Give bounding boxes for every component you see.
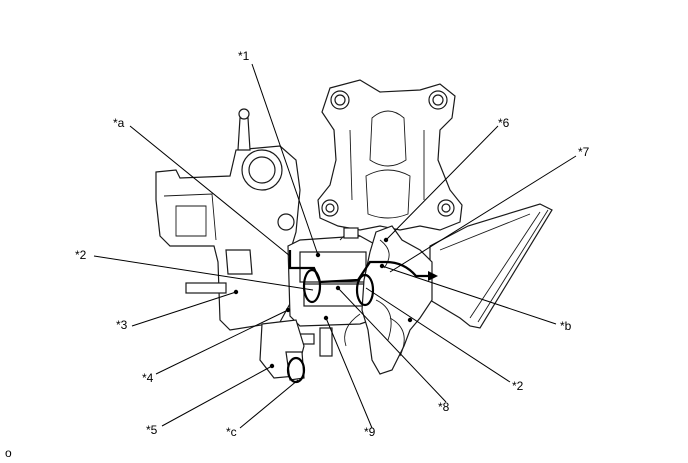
callout-b: *b xyxy=(560,319,572,333)
callout-4: *4 xyxy=(142,371,154,385)
exhaust-manifold-flange xyxy=(317,79,463,231)
highlight-rings xyxy=(286,268,375,384)
callout-labels: *1 *a *6 *7 *2 *3 *b *4 *2 *8 *5 *c *9 o xyxy=(5,49,590,460)
callout-a: *a xyxy=(113,116,125,130)
callout-c: *c xyxy=(226,425,237,439)
callout-3: *3 xyxy=(116,318,128,332)
compressor-housing xyxy=(155,108,301,331)
heat-shield-bracket xyxy=(429,203,553,329)
leader-lines xyxy=(93,63,577,429)
callout-1: *1 xyxy=(238,49,250,63)
compressor-outlet xyxy=(259,319,305,381)
callout-5: *5 xyxy=(146,423,158,437)
inlet-pipe-stub xyxy=(185,282,227,294)
callout-2-right: *2 xyxy=(512,379,524,393)
corner-mark: o xyxy=(5,446,12,460)
callout-9: *9 xyxy=(364,425,376,439)
callout-7: *7 xyxy=(578,145,590,159)
callout-8: *8 xyxy=(438,400,450,414)
callout-6: *6 xyxy=(498,116,510,130)
leader-dots xyxy=(233,237,413,369)
callout-2-left: *2 xyxy=(75,248,87,262)
